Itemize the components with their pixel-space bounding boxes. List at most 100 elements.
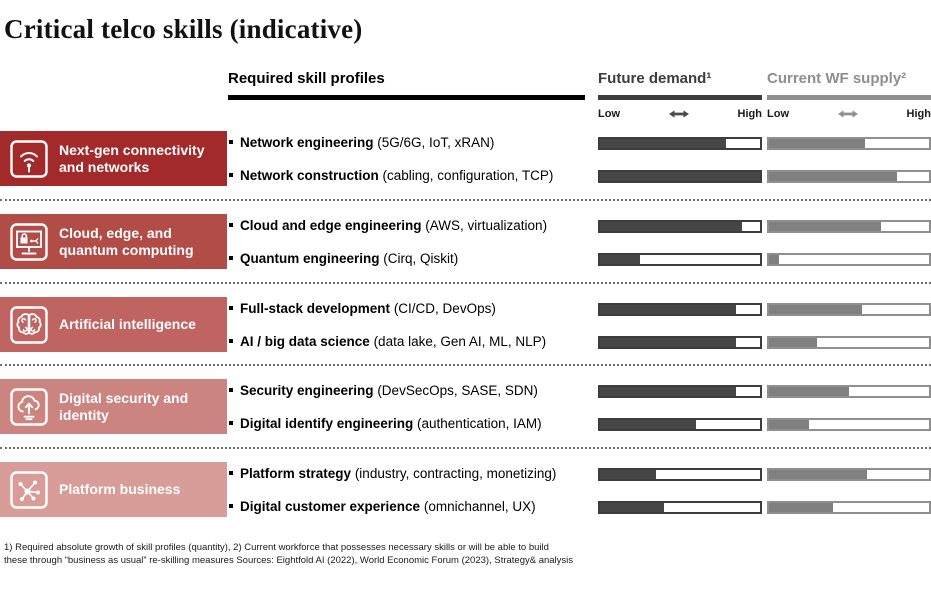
current-supply-bar — [767, 137, 931, 150]
bar-fill — [600, 172, 760, 181]
category-box: Next-gen connectivity and networks — [0, 131, 227, 186]
future-demand-bar — [598, 137, 762, 150]
skill-item: Full-stack development (CI/CD, DevOps) — [229, 300, 496, 318]
bar-fill — [600, 420, 696, 429]
bullet-icon — [229, 139, 233, 144]
monitor-lock-icon — [10, 222, 48, 261]
category-box: Artificial intelligence — [0, 297, 227, 352]
skill-detail: (DevSecOps, SASE, SDN) — [377, 383, 538, 398]
supply-scale: Low High — [767, 108, 931, 120]
skill-detail: (authentication, IAM) — [417, 416, 542, 431]
bar-fill — [600, 387, 736, 396]
future-demand-bar — [598, 418, 762, 431]
cloud-upload-icon — [10, 387, 48, 426]
bar-fill — [769, 470, 867, 479]
dotted-divider — [0, 199, 931, 201]
bullet-icon — [229, 305, 233, 310]
current-supply-bar — [767, 336, 931, 349]
scale-low-label: Low — [767, 108, 789, 120]
category-label: Platform business — [59, 481, 181, 497]
skill-item: Cloud and edge engineering (AWS, virtual… — [229, 217, 547, 235]
bullet-icon — [229, 503, 233, 508]
bar-fill — [769, 503, 833, 512]
skill-detail: (industry, contracting, monetizing) — [354, 466, 557, 481]
bullet-icon — [229, 338, 233, 343]
footnote: 1) Required absolute growth of skill pro… — [4, 541, 573, 567]
bullet-icon — [229, 255, 233, 260]
future-demand-bar — [598, 253, 762, 266]
bullet-icon — [229, 387, 233, 392]
future-demand-bar — [598, 336, 762, 349]
skill-detail: (data lake, Gen AI, ML, NLP) — [373, 334, 547, 349]
skill-name: Network construction — [240, 168, 379, 183]
current-supply-bar — [767, 385, 931, 398]
bar-fill — [769, 172, 897, 181]
scale-low-label: Low — [598, 108, 620, 120]
skill-name: Cloud and edge engineering — [240, 218, 422, 233]
category-box: Cloud, edge, and quantum computing — [0, 214, 227, 269]
bar-fill — [769, 139, 865, 148]
bar-fill — [769, 255, 779, 264]
bar-fill — [769, 420, 809, 429]
category-group-next-gen-connectivity: Next-gen connectivity and networks Netwo… — [0, 131, 931, 186]
future-demand-bar — [598, 303, 762, 316]
bar-fill — [769, 305, 862, 314]
current-supply-bar — [767, 220, 931, 233]
future-demand-column-header: Future demand¹ — [598, 70, 762, 100]
bar-fill — [600, 305, 736, 314]
category-group-artificial-intelligence: Artificial intelligence Full-stack devel… — [0, 297, 931, 352]
skill-item: Network construction (cabling, configura… — [229, 167, 553, 185]
current-supply-bar — [767, 418, 931, 431]
skill-name: Digital customer experience — [240, 499, 421, 514]
future-demand-bar — [598, 501, 762, 514]
brain-icon — [10, 305, 48, 344]
category-box: Platform business — [0, 462, 227, 517]
skill-item: Security engineering (DevSecOps, SASE, S… — [229, 382, 538, 400]
skill-detail: (omnichannel, UX) — [423, 499, 536, 514]
category-label: Next-gen connectivity and networks — [59, 141, 205, 175]
supply-column-header: Current WF supply² — [767, 70, 931, 100]
future-demand-bar — [598, 220, 762, 233]
skill-item: AI / big data science (data lake, Gen AI… — [229, 333, 546, 351]
bar-fill — [600, 503, 664, 512]
bar-fill — [769, 222, 881, 231]
current-supply-bar — [767, 468, 931, 481]
skill-name: Platform strategy — [240, 466, 352, 481]
bullet-icon — [229, 172, 233, 177]
double-arrow-icon — [668, 109, 690, 119]
category-group-digital-security: Digital security and identity Security e… — [0, 379, 931, 434]
bullet-icon — [229, 420, 233, 425]
scale-high-label: High — [737, 108, 762, 120]
skill-item: Platform strategy (industry, contracting… — [229, 465, 556, 483]
dotted-divider — [0, 364, 931, 366]
skill-detail: (CI/CD, DevOps) — [393, 301, 496, 316]
bar-fill — [600, 338, 736, 347]
skill-item: Quantum engineering (Cirq, Qiskit) — [229, 250, 458, 268]
current-supply-bar — [767, 501, 931, 514]
bullet-icon — [229, 470, 233, 475]
category-label: Artificial intelligence — [59, 316, 196, 332]
bar-fill — [769, 387, 849, 396]
skills-column-header: Required skill profiles — [228, 70, 585, 100]
category-label: Digital security and identity — [59, 389, 189, 423]
skill-name: Full-stack development — [240, 301, 391, 316]
double-arrow-icon — [837, 109, 859, 119]
skill-name: Digital identify engineering — [240, 416, 414, 431]
skill-name: Security engineering — [240, 383, 374, 398]
footnote-line-1: 1) Required absolute growth of skill pro… — [4, 542, 549, 553]
network-nodes-icon — [10, 470, 48, 509]
skill-item: Network engineering (5G/6G, IoT, xRAN) — [229, 134, 494, 152]
category-box: Digital security and identity — [0, 379, 227, 434]
category-group-cloud-edge-quantum: Cloud, edge, and quantum computing Cloud… — [0, 214, 931, 269]
current-supply-bar — [767, 253, 931, 266]
bar-fill — [600, 470, 656, 479]
current-supply-bar — [767, 303, 931, 316]
bullet-icon — [229, 222, 233, 227]
dotted-divider — [0, 447, 931, 449]
current-supply-bar — [767, 170, 931, 183]
dotted-divider — [0, 282, 931, 284]
skill-name: AI / big data science — [240, 334, 370, 349]
skill-name: Network engineering — [240, 135, 374, 150]
skill-name: Quantum engineering — [240, 251, 380, 266]
skill-detail: (Cirq, Qiskit) — [383, 251, 459, 266]
